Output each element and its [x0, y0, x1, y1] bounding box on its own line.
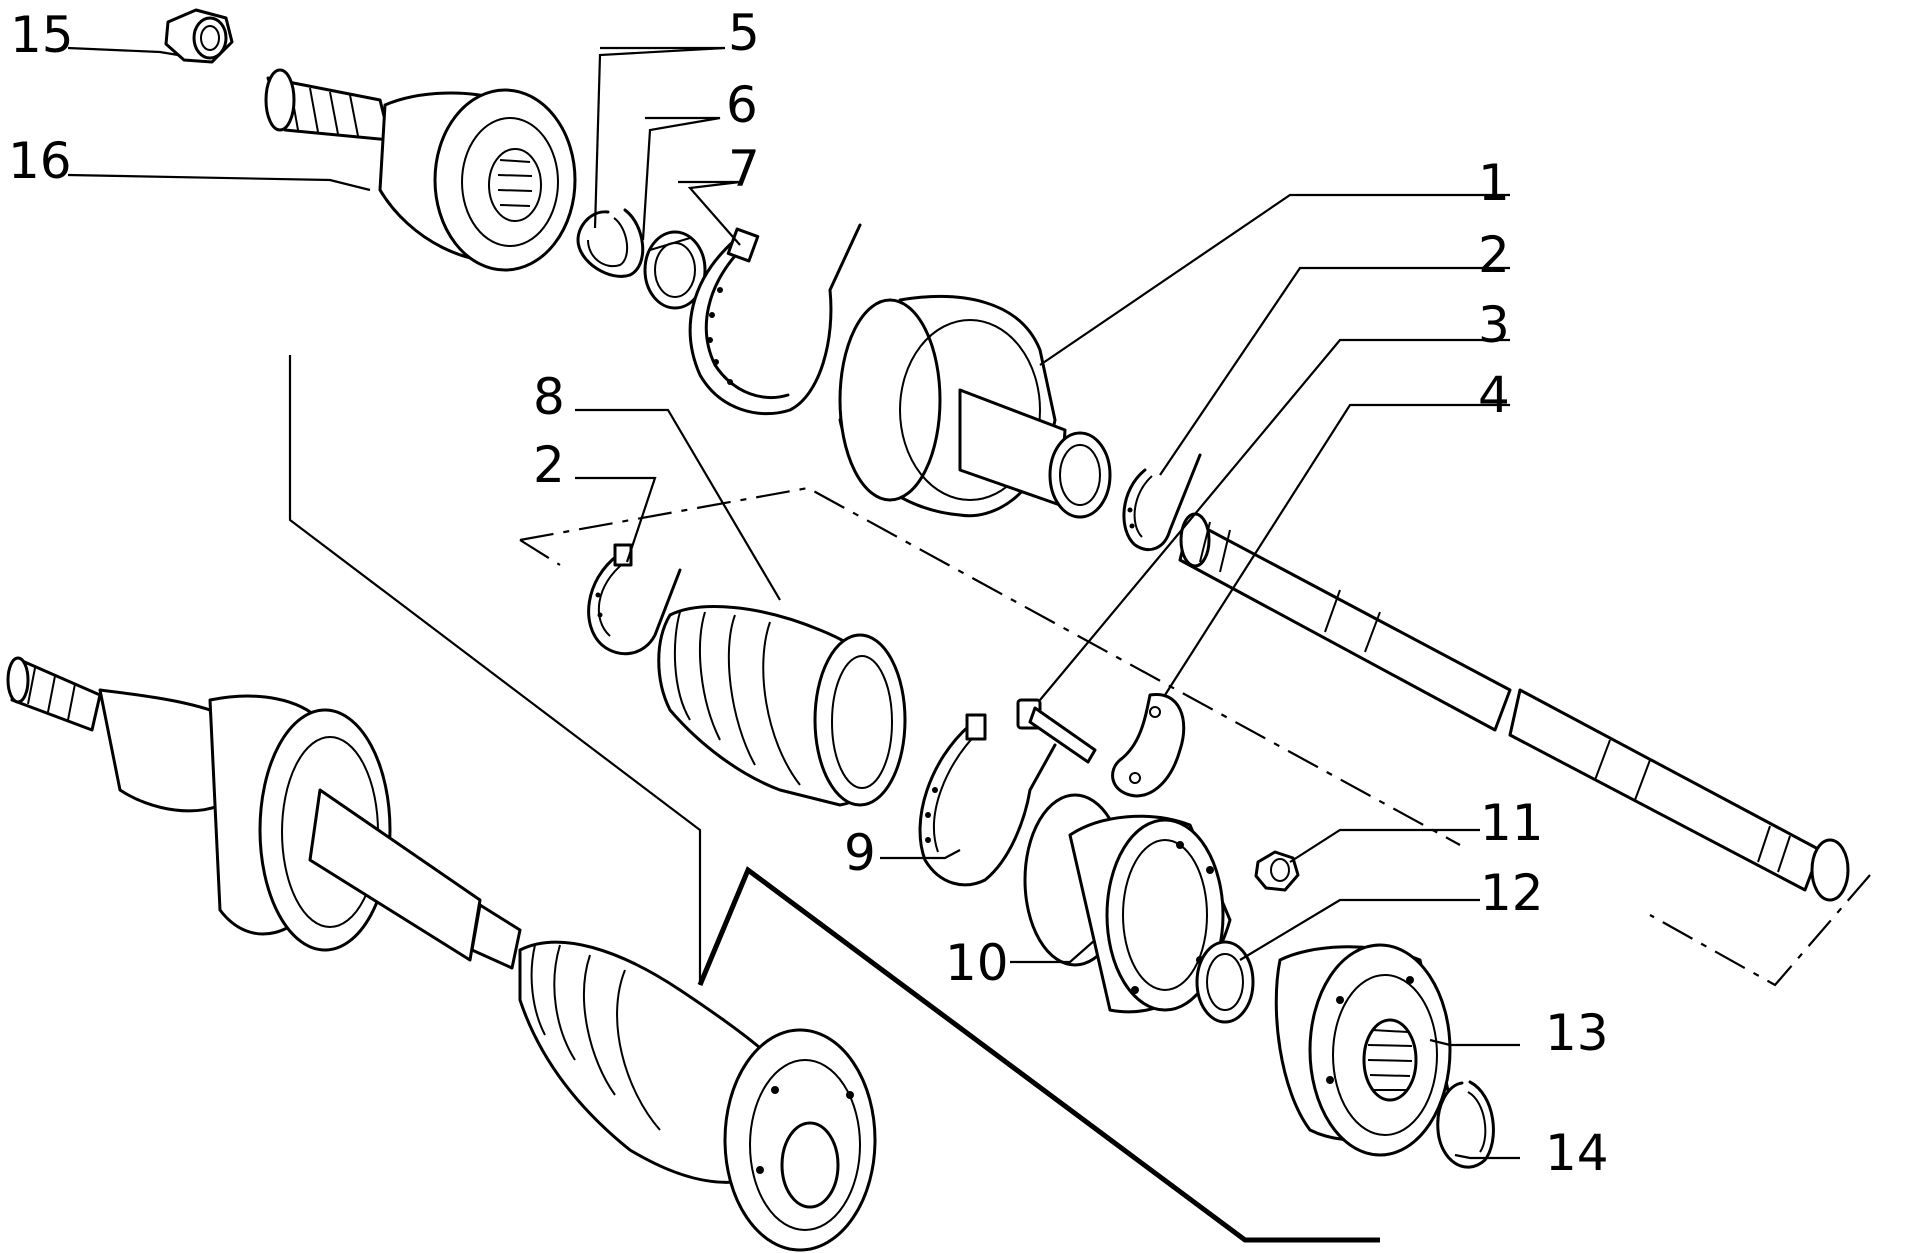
callout-3: 3: [1478, 296, 1510, 354]
leader-lines: [67, 46, 1520, 1160]
assembly-bracket: [288, 355, 1380, 1243]
part-5-circlip: [576, 208, 645, 278]
part-3-bolt: [1016, 698, 1097, 764]
part-12-washer: [1195, 940, 1255, 1024]
callout-10: 10: [945, 934, 1009, 992]
part-11-nut: [1254, 850, 1300, 892]
callout-9: 9: [844, 824, 876, 882]
callout-2-lower: 2: [533, 436, 565, 494]
callout-12: 12: [1480, 864, 1544, 922]
callout-5: 5: [728, 4, 760, 62]
part-15-nut: [164, 8, 234, 64]
callout-14: 14: [1545, 1124, 1609, 1182]
callout-8: 8: [533, 368, 565, 426]
part-16-outer-cv-joint: [264, 68, 577, 272]
callout-7: 7: [728, 140, 760, 198]
assembly-frame: [519, 486, 1871, 987]
callout-11: 11: [1480, 794, 1544, 852]
part-8-boot: [657, 605, 907, 807]
callout-2-upper: 2: [1478, 226, 1510, 284]
callout-15: 15: [10, 6, 74, 64]
part-1-joint-housing: [838, 295, 1112, 519]
part-7-clamp-band: [688, 223, 862, 416]
part-10-cover: [1023, 793, 1232, 1014]
part-2-clamp-upper: [1122, 453, 1202, 551]
callout-6: 6: [726, 76, 758, 134]
callout-4: 4: [1478, 366, 1510, 424]
part-9-clamp-band: [918, 713, 1057, 887]
part-4-plate: [1111, 693, 1186, 798]
part-2-clamp-lower: [587, 543, 682, 656]
assembled-driveshaft: [6, 656, 877, 1252]
part-14-circlip: [1436, 1080, 1495, 1169]
part-13-inner-cv-joint: [1274, 943, 1452, 1157]
part-6-ring: [643, 230, 707, 310]
callout-16: 16: [8, 132, 72, 190]
callout-1: 1: [1478, 154, 1510, 212]
driveshaft-bar: [1178, 512, 1850, 902]
callout-13: 13: [1545, 1004, 1609, 1062]
